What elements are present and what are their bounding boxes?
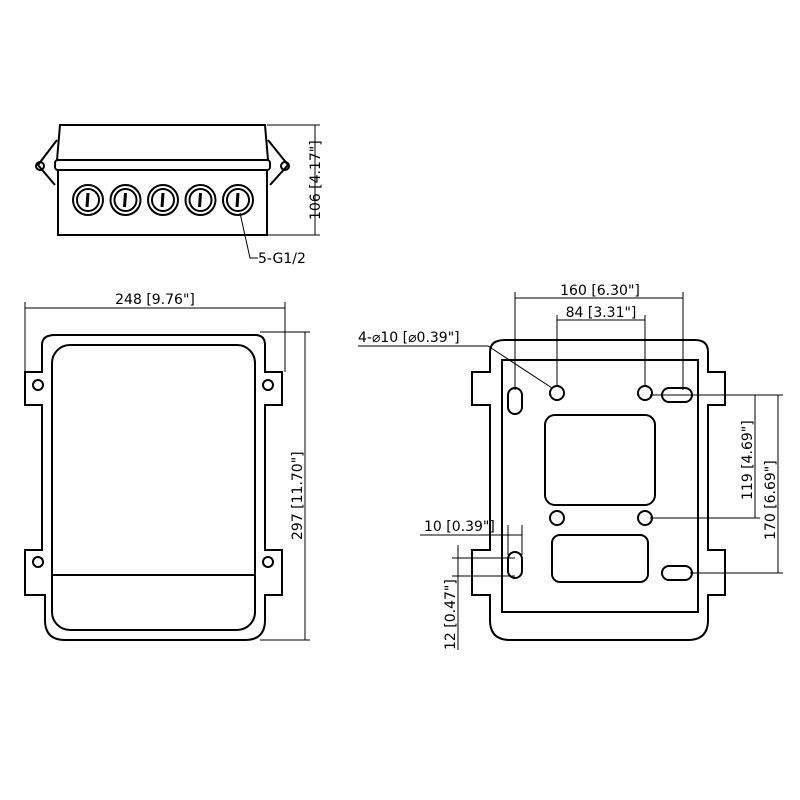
gland-ring (72, 184, 104, 216)
left-ear-hole (35, 161, 45, 171)
cable-gland (184, 184, 217, 216)
mounting-hole (637, 385, 653, 401)
lid-rim (54, 159, 271, 171)
gland-slot (160, 192, 165, 208)
top-view: 106 [4.17"] 5-G1/2 (35, 124, 324, 267)
outer-spacing-label: 160 [6.30"] (560, 283, 640, 299)
hole-leader (358, 345, 553, 389)
mounting-screw (262, 556, 274, 568)
cable-gland (147, 184, 179, 216)
hole-callout-label: 4-⌀10 [⌀0.39"] (358, 330, 460, 346)
enclosure-outline (24, 334, 283, 641)
lower-window (551, 534, 649, 583)
gland-leader (239, 212, 258, 259)
vertical-slot (507, 387, 523, 415)
mounting-hole (549, 385, 565, 401)
gland-slot (85, 192, 90, 208)
vertical-outer-label: 170 [6.69"] (763, 460, 779, 540)
gland-ring (226, 188, 250, 212)
front-cover (51, 344, 256, 631)
cable-gland (72, 184, 104, 216)
slot-length-label: 12 [0.47"] (443, 579, 459, 650)
slot-width-label: 10 [0.39"] (424, 519, 495, 535)
left-ear (36, 139, 58, 186)
upper-window (544, 414, 656, 506)
box-body (57, 169, 268, 236)
gland-ring (222, 184, 254, 216)
mounting-screw (262, 379, 274, 391)
cable-gland (109, 184, 142, 216)
front-view: 248 [9.76"] 297 [11.70"] (24, 292, 310, 641)
horizontal-slot (661, 565, 693, 581)
back-view: 160 [6.30"] 84 [3.31"] 4-⌀10 [⌀0.39"] 11… (358, 283, 783, 650)
gland-ring (151, 188, 175, 212)
gland-ring (109, 184, 142, 216)
gland-ring (188, 188, 213, 212)
gland-slot (198, 192, 202, 208)
right-ear-hole (280, 161, 290, 171)
gland-slot (123, 192, 127, 208)
cable-gland (222, 184, 254, 216)
gland-ring (76, 188, 100, 212)
mounting-hole (549, 510, 565, 526)
lid (55, 124, 270, 161)
gland-slot (235, 192, 240, 208)
front-width-label: 248 [9.76"] (115, 292, 195, 308)
gland-ring (113, 188, 138, 212)
cable-glands (72, 184, 254, 216)
mounting-screw (32, 379, 44, 391)
top-height-label: 106 [4.17"] (308, 140, 324, 220)
mounting-screw (32, 556, 44, 568)
gland-ring (147, 184, 179, 216)
vertical-slot (507, 551, 523, 579)
inner-spacing-label: 84 [3.31"] (566, 305, 637, 321)
enclosure-outline (471, 339, 726, 641)
vertical-inner-label: 119 [4.69"] (740, 420, 756, 500)
gland-label: 5-G1/2 (258, 251, 306, 267)
front-height-label: 297 [11.70"] (290, 451, 306, 540)
mounting-hole (637, 510, 653, 526)
mounting-plate (501, 359, 699, 613)
gland-ring (184, 184, 217, 216)
